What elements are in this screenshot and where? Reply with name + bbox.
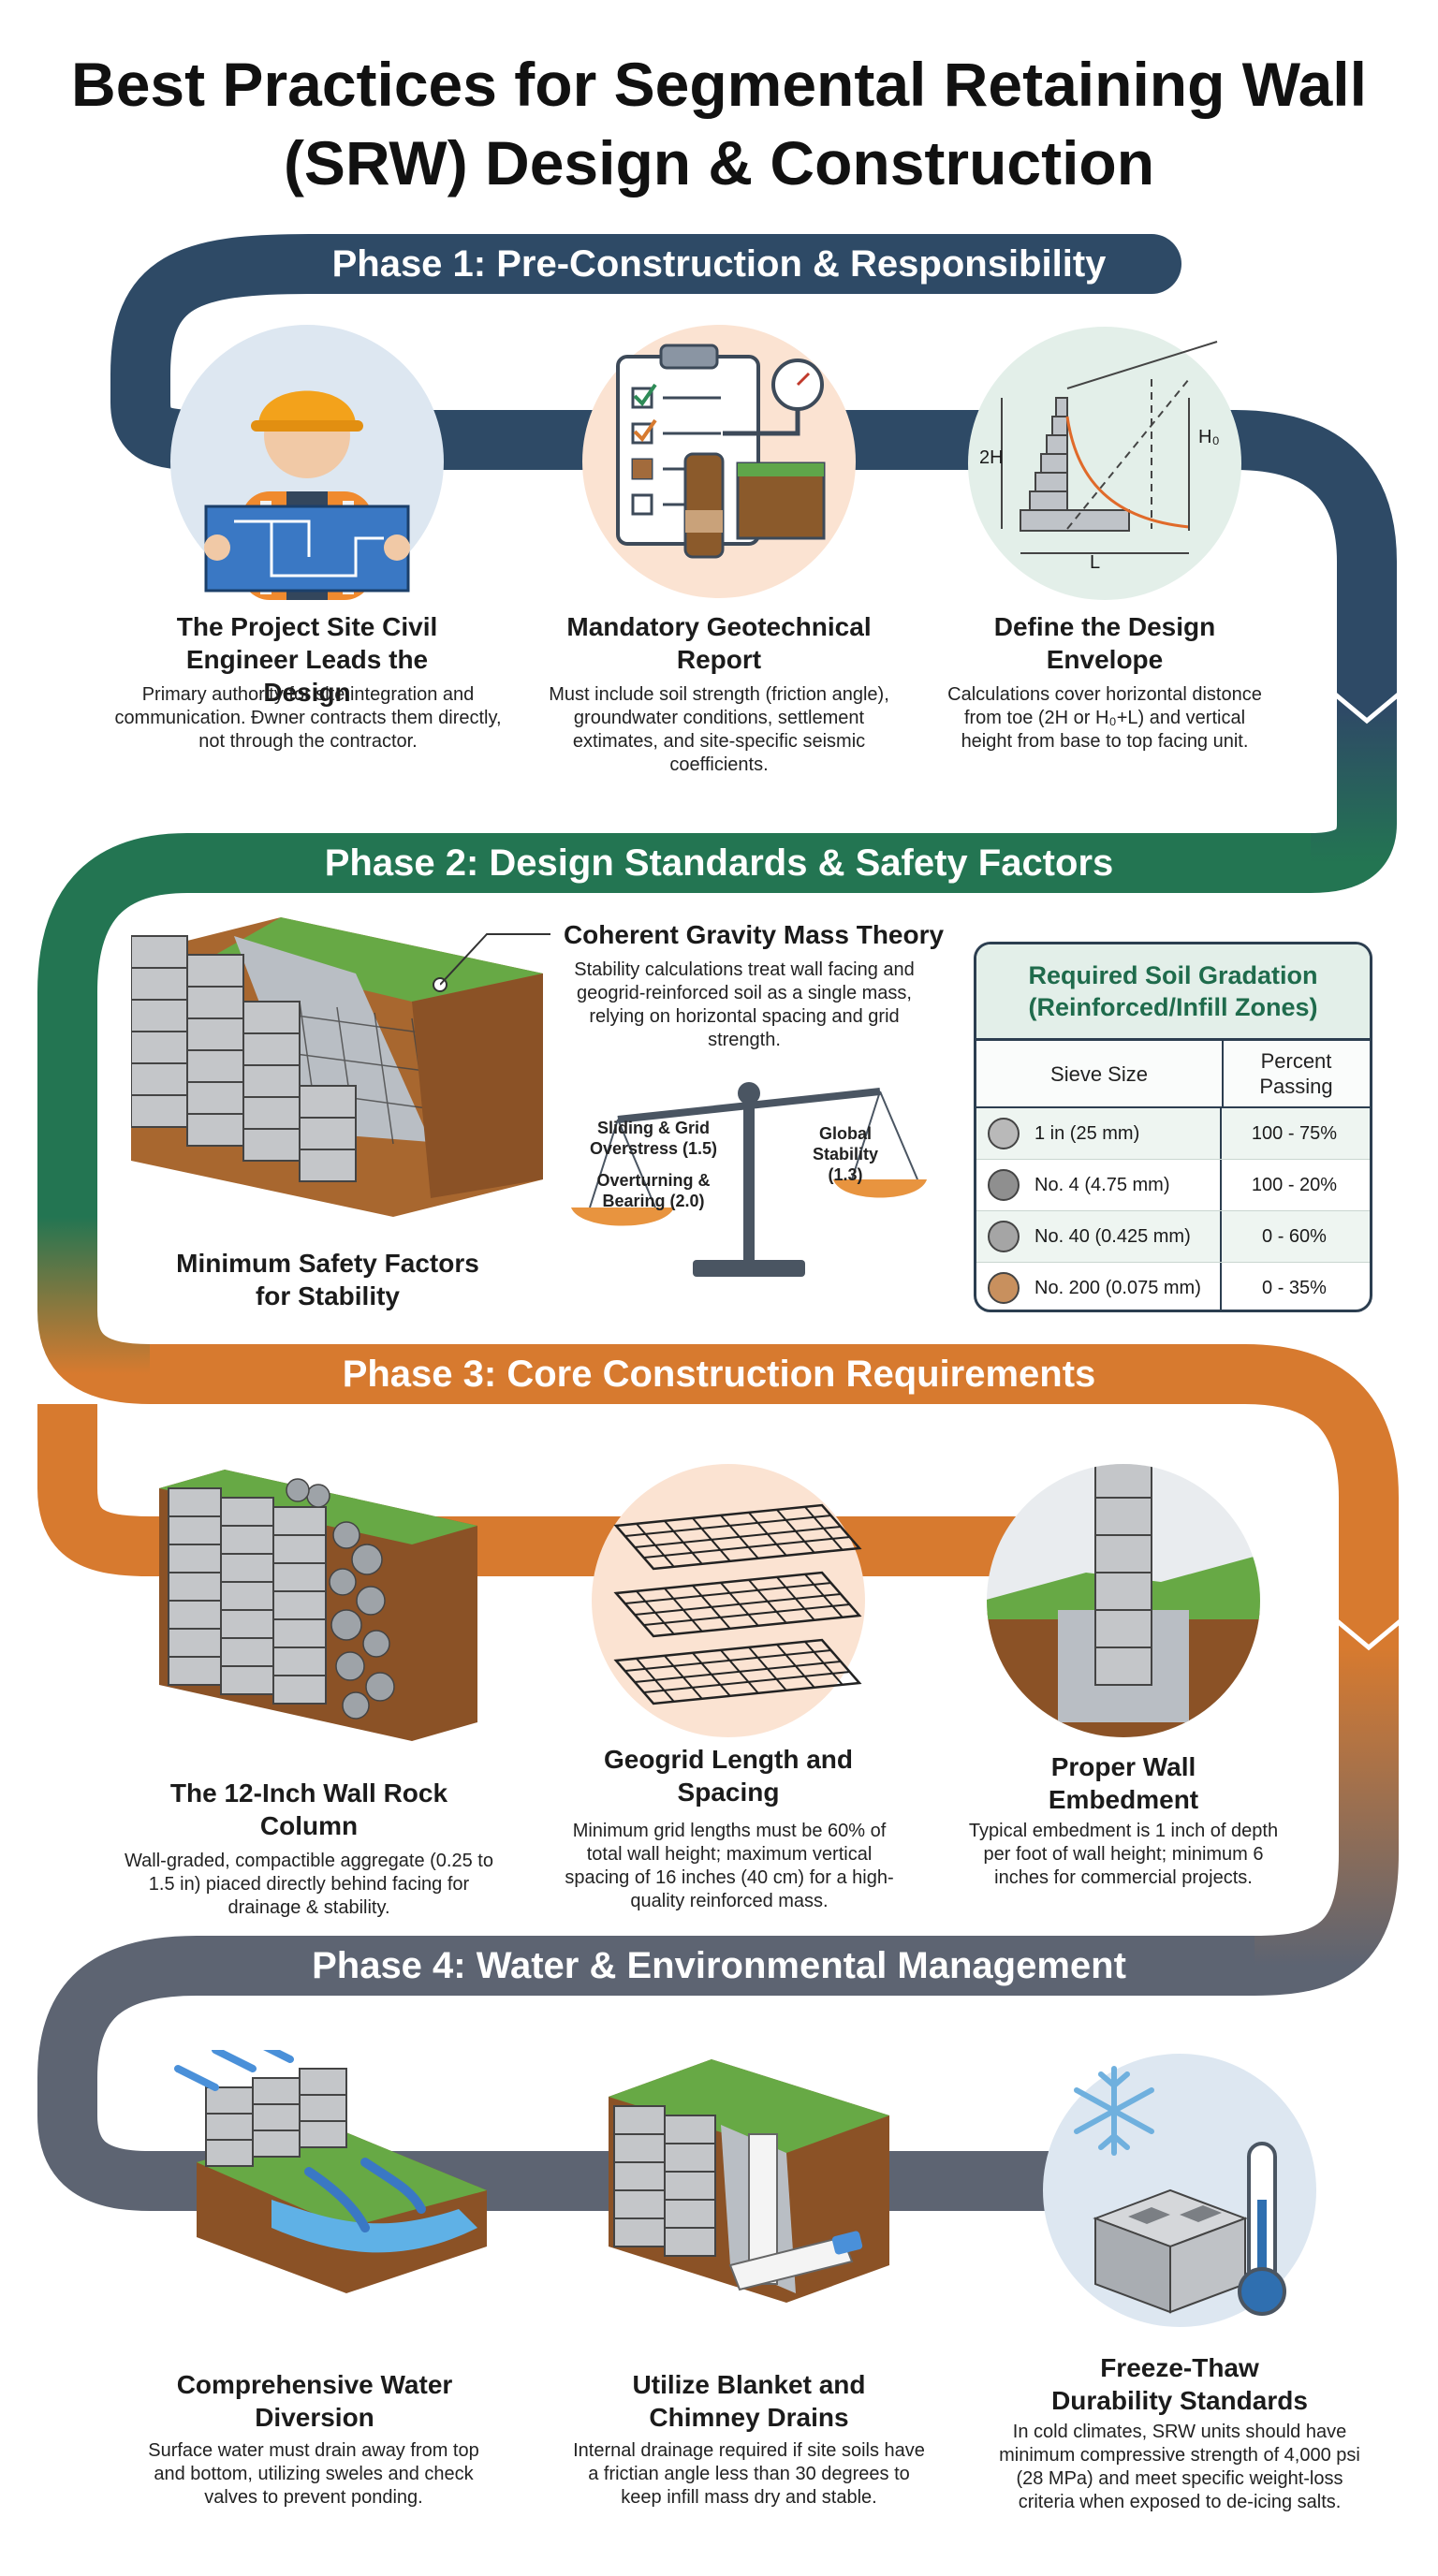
phase-3-track: [150, 1344, 1399, 1685]
phase-4-title: Phase 4: Water & Environmental Managemen…: [312, 1945, 1126, 1986]
sieve-size-cell: No. 40 (0.425 mm): [976, 1211, 1222, 1262]
soil-sample-icon: [988, 1272, 1020, 1304]
item-title: The 12-Inch Wall Rock Column: [169, 1778, 448, 1840]
freeze-thaw-icon: [1043, 2054, 1316, 2327]
table-body: 1 in (25 mm) 100 - 75% No. 4 (4.75 mm) 100 …: [976, 1108, 1370, 1310]
phase-2-title: Phase 2: Design Standards & Safety Facto…: [324, 842, 1114, 884]
item-title: Comprehensive Water Diversion: [176, 2370, 453, 2432]
soil-sample-icon: [988, 1169, 1020, 1201]
item-desc: Typical embedment is 1 inch of depth per…: [968, 1821, 1279, 1888]
sieve-size-label: No. 4 (4.75 mm): [1034, 1174, 1170, 1195]
sieve-size-label: 1 in (25 mm): [1034, 1122, 1140, 1144]
connector-2-3: [37, 1217, 151, 1404]
table-row: No. 4 (4.75 mm) 100 - 20%: [976, 1160, 1370, 1211]
item-desc: Primary authority for site integration a…: [114, 684, 502, 752]
soil-sample-icon: [988, 1118, 1020, 1149]
header-percent-passing: Percent Passing: [1259, 1049, 1333, 1098]
wall-embedment-icon: [987, 1464, 1260, 1737]
sieve-size-label: No. 200 (0.075 mm): [1034, 1277, 1201, 1298]
gravity-theory-desc: Stability calculations treat wall facing…: [574, 959, 915, 1050]
item-title: Freeze-Thaw Durability Standards: [1051, 2353, 1308, 2415]
phase-1-track: [110, 233, 1181, 404]
table-title: Required Soil Gradation (Reinforced/Infi…: [976, 944, 1370, 1041]
item-title: Mandatory Geotechnical Report: [566, 612, 872, 674]
table-row: No. 200 (0.075 mm) 0 - 35%: [976, 1263, 1370, 1310]
connector-3-4: [1254, 1647, 1399, 1996]
percent-passing-cell: 100 - 75%: [1251, 1122, 1338, 1144]
phase-1-title: Phase 1: Pre-Construction & Responsibili…: [331, 243, 1107, 285]
label-h0: H₀: [1198, 427, 1220, 447]
water-diversion-icon: [174, 2050, 487, 2293]
civil-engineer-icon: [170, 325, 444, 600]
percent-passing-cell: 0 - 60%: [1262, 1225, 1327, 1247]
safety-factor-label: Sliding & Grid Overstress (1.5): [589, 1119, 718, 1158]
chimney-drain-icon: [609, 2059, 889, 2303]
soil-sample-icon: [988, 1221, 1020, 1252]
item-title: Geogrid Length and Spacing: [604, 1745, 853, 1807]
safety-factor-label: Global Stability (1.3): [812, 1124, 878, 1184]
item-title: Define the Design Envelope: [993, 612, 1216, 674]
geogrid-layers-icon: [592, 1464, 865, 1737]
chevron-down-icon: [1322, 1608, 1416, 1651]
phase-2-track: [37, 833, 1311, 1217]
clipboard-soil-sample-icon: [582, 325, 856, 598]
connector-1-2: [1310, 711, 1397, 893]
rock-column-wall-icon: [159, 1470, 477, 1741]
sieve-size-label: No. 40 (0.425 mm): [1034, 1225, 1191, 1247]
item-title: Proper Wall Embedment: [1048, 1752, 1199, 1814]
label-l: L: [1090, 552, 1101, 573]
gravity-theory-title: Coherent Gravity Mass Theory: [563, 920, 945, 949]
sieve-size-cell: 1 in (25 mm): [976, 1108, 1222, 1159]
reinforced-wall-cross-section-icon: [131, 917, 543, 1217]
phase-1-track-lower: [110, 374, 1397, 749]
phase-3-title: Phase 3: Core Construction Requirements: [342, 1354, 1096, 1395]
item-title: The Project Site Civil Engineer Leads th…: [176, 612, 438, 707]
phase-4-track: [37, 1936, 1292, 2211]
safety-factor-label: Overturning & Bearing (2.0): [596, 1171, 711, 1210]
item-desc: Wall-graded, compactible aggregate (0.25…: [125, 1851, 493, 1918]
page-title: Best Practices for Segmental Retaining W…: [71, 50, 1367, 198]
percent-passing-cell: 0 - 35%: [1262, 1277, 1327, 1298]
item-desc: In cold climates, SRW units should have …: [999, 2422, 1360, 2512]
item-desc: Minimum grid lengths must be 60% of tota…: [565, 1821, 894, 1911]
balance-scale-icon: [571, 1082, 927, 1277]
header-sieve-size: Sieve Size: [976, 1041, 1224, 1106]
table-header: Sieve Size Percent Passing: [976, 1041, 1370, 1108]
item-desc: Must include soil strength (friction ang…: [549, 684, 889, 775]
chevron-down-icon: [1320, 681, 1414, 724]
table-row: No. 40 (0.425 mm) 0 - 60%: [976, 1211, 1370, 1263]
table-row: 1 in (25 mm) 100 - 75%: [976, 1108, 1370, 1160]
safety-factors-title: Minimum Safety Factors for Stability: [176, 1249, 479, 1310]
item-desc: Surface water must drain away from top a…: [148, 2440, 479, 2508]
item-title: Utilize Blanket and Chimney Drains: [632, 2370, 866, 2432]
percent-passing-cell: 100 - 20%: [1251, 1174, 1338, 1195]
design-envelope-diagram-icon: [968, 327, 1241, 600]
label-2h: 2H: [979, 447, 1004, 468]
sieve-size-cell: No. 4 (4.75 mm): [976, 1160, 1222, 1210]
sieve-size-cell: No. 200 (0.075 mm): [976, 1263, 1222, 1310]
item-desc: Calculations cover horizontal distonce f…: [947, 684, 1262, 752]
callout-line: [440, 933, 550, 986]
item-desc: Internal drainage required if site soils…: [573, 2440, 925, 2508]
phase-3-track-lower: [37, 1404, 1217, 1576]
soil-gradation-table: Required Soil Gradation (Reinforced/Infi…: [974, 942, 1372, 1312]
